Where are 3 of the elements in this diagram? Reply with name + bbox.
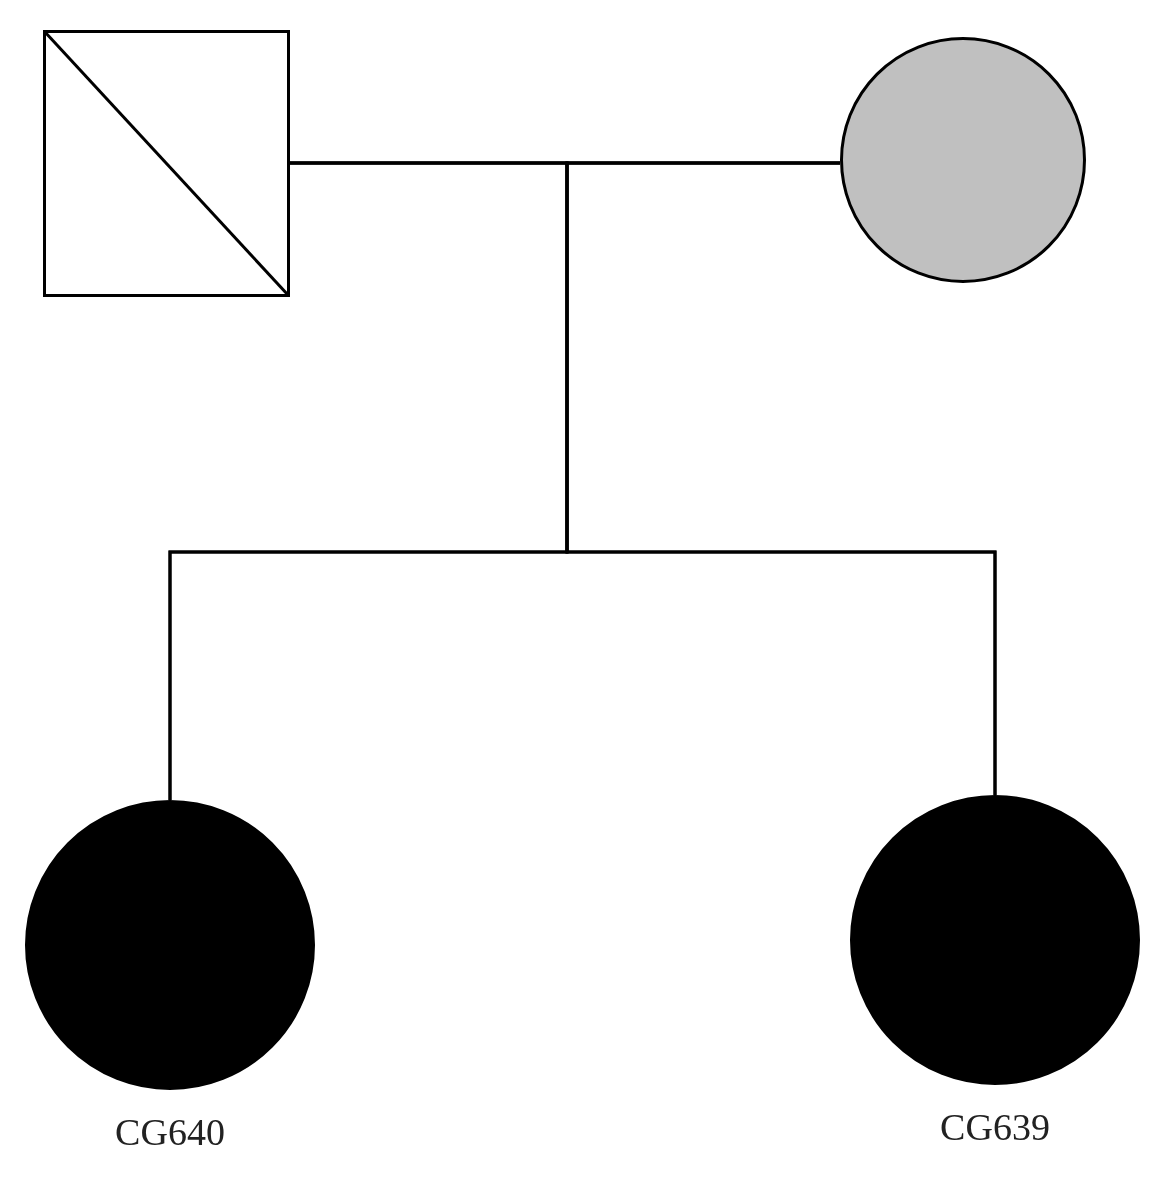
individual-id: CG640 [115, 1110, 225, 1154]
pedigree-line [565, 161, 997, 795]
individual-id: CG639 [940, 1105, 1050, 1149]
